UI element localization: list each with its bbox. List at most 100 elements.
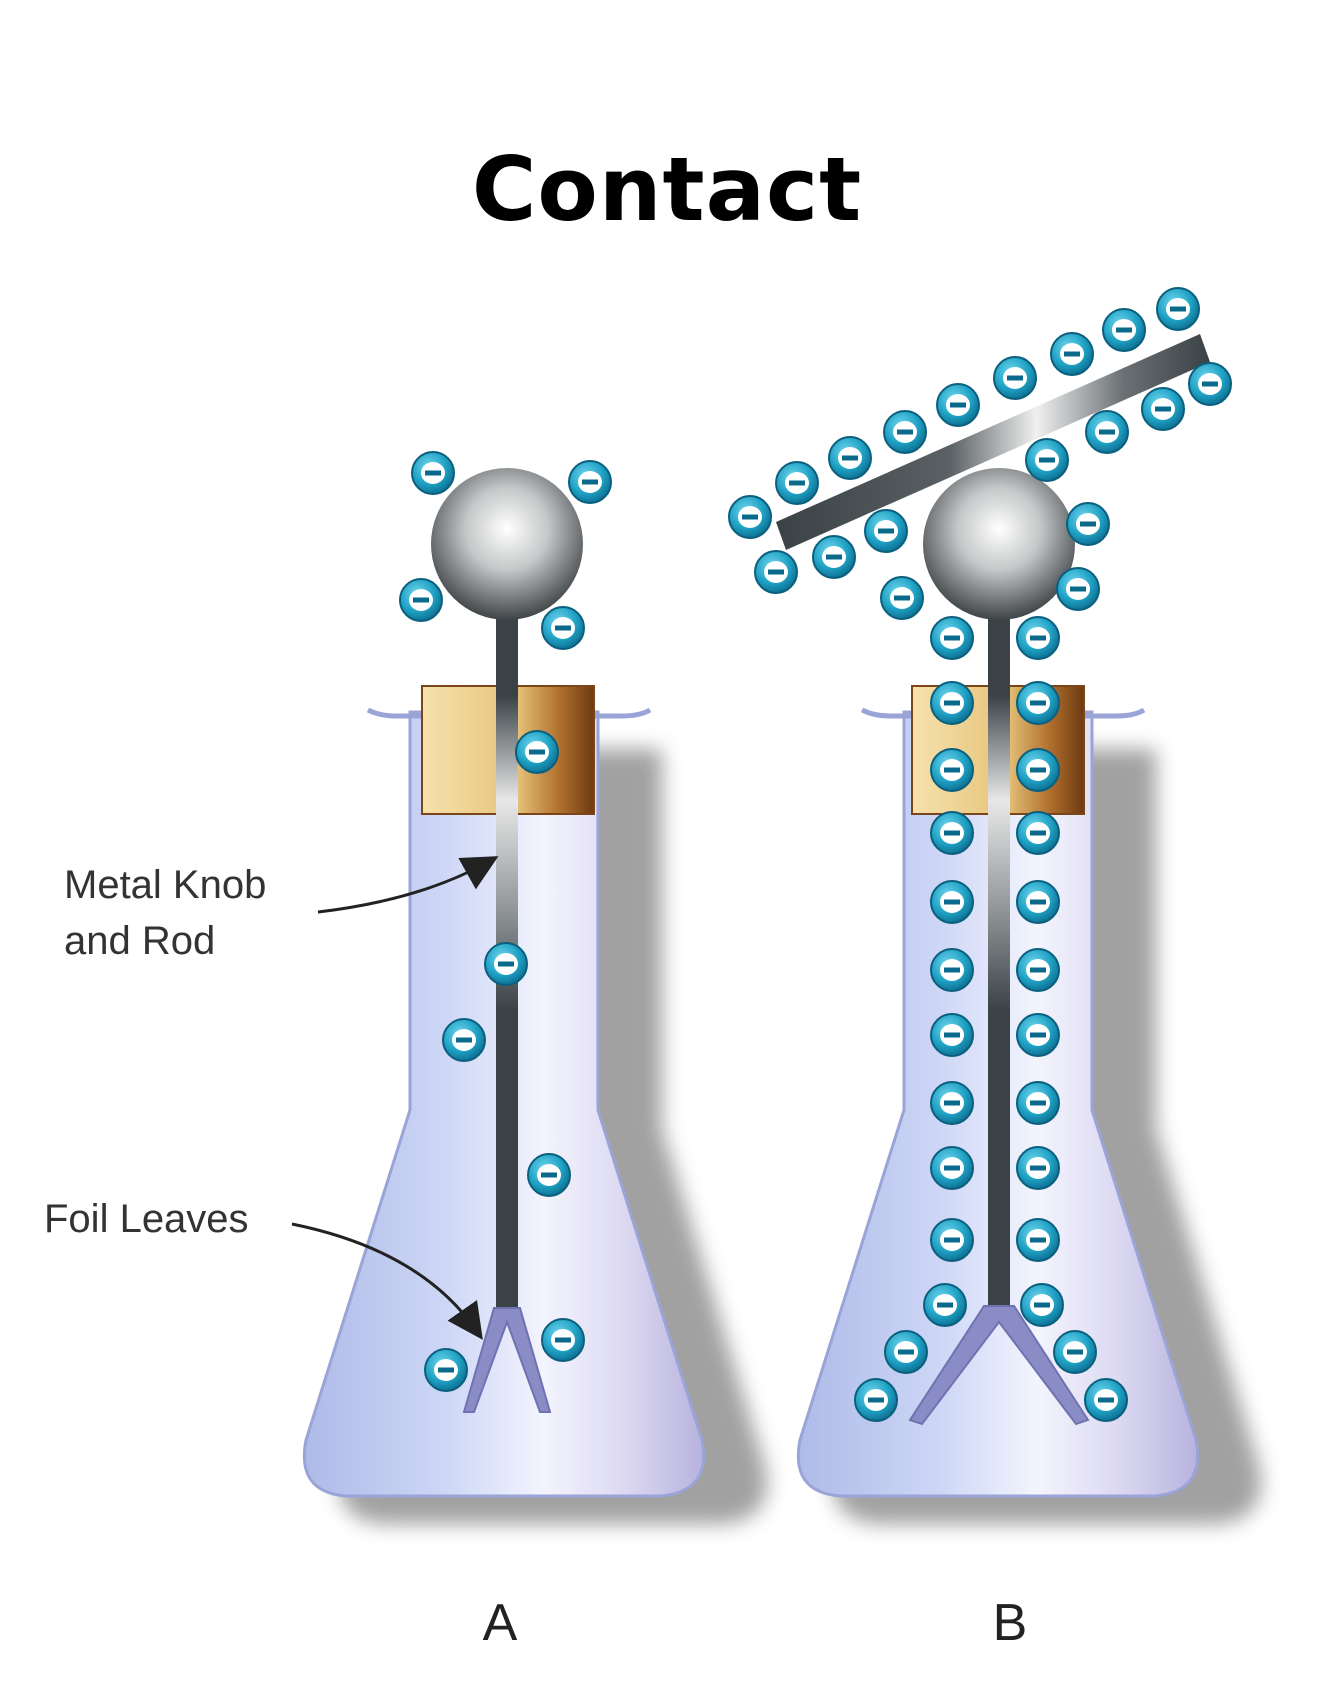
minus-sign-icon: [944, 1237, 960, 1243]
electron-icon: [728, 495, 772, 539]
minus-sign-icon: [1007, 375, 1023, 381]
rod-b: [988, 560, 1010, 1312]
electron-icon: [1016, 748, 1060, 792]
electron-icon: [1102, 308, 1146, 352]
electron-icon: [1016, 1146, 1060, 1190]
minus-sign-icon: [1030, 1237, 1046, 1243]
minus-sign-icon: [1030, 899, 1046, 905]
minus-sign-icon: [1067, 1349, 1083, 1355]
electron-icon: [1084, 1378, 1128, 1422]
electron-icon: [775, 461, 819, 505]
electron-icon: [754, 550, 798, 594]
electron-icon: [936, 383, 980, 427]
minus-sign-icon: [789, 480, 805, 486]
electron-icon: [1066, 502, 1110, 546]
label-foil: Foil Leaves: [44, 1197, 249, 1241]
electron-icon: [930, 1146, 974, 1190]
electron-icon: [884, 1330, 928, 1374]
minus-sign-icon: [1030, 1165, 1046, 1171]
knob-b: [923, 468, 1075, 620]
electron-icon: [399, 578, 443, 622]
arrow-foil: [291, 1222, 483, 1340]
electron-icon: [930, 1081, 974, 1125]
minus-sign-icon: [1098, 1397, 1114, 1403]
electron-icon: [527, 1153, 571, 1197]
electron-icon: [1050, 332, 1094, 376]
minus-sign-icon: [1030, 1032, 1046, 1038]
electron-icon: [442, 1018, 486, 1062]
electron-icon: [1016, 681, 1060, 725]
electron-icon: [812, 535, 856, 579]
electron-icon: [930, 748, 974, 792]
electron-icon: [1016, 1013, 1060, 1057]
electroscope-b: [776, 334, 1262, 1524]
minus-sign-icon: [944, 700, 960, 706]
panel-label-b: B: [993, 1594, 1028, 1652]
minus-sign-icon: [742, 514, 758, 520]
minus-sign-icon: [1030, 700, 1046, 706]
electron-icon: [515, 730, 559, 774]
electron-icon: [1016, 811, 1060, 855]
electron-icon: [541, 606, 585, 650]
electroscope-a: [302, 468, 768, 1524]
minus-sign-icon: [1030, 830, 1046, 836]
minus-sign-icon: [1064, 351, 1080, 357]
minus-sign-icon: [944, 767, 960, 773]
electron-icon: [1188, 362, 1232, 406]
minus-sign-icon: [897, 429, 913, 435]
minus-sign-icon: [944, 635, 960, 641]
minus-sign-icon: [1080, 521, 1096, 527]
minus-sign-icon: [1030, 1100, 1046, 1106]
electron-icon: [484, 942, 528, 986]
label-knob-line1: Metal Knob: [64, 863, 266, 907]
minus-sign-icon: [529, 749, 545, 755]
page-title: Contact: [471, 138, 863, 241]
minus-sign-icon: [950, 402, 966, 408]
electron-icon: [411, 451, 455, 495]
knob-a: [431, 468, 583, 620]
electron-icon: [828, 436, 872, 480]
electron-icon: [1016, 1081, 1060, 1125]
electron-icon: [930, 616, 974, 660]
minus-sign-icon: [944, 899, 960, 905]
minus-sign-icon: [413, 597, 429, 603]
electron-icon: [880, 576, 924, 620]
minus-sign-icon: [498, 961, 514, 967]
minus-sign-icon: [1155, 406, 1171, 412]
charged-rod: [776, 334, 1210, 550]
label-knob-line2: and Rod: [64, 919, 215, 963]
electron-icon: [1025, 438, 1069, 482]
electron-icon: [930, 1013, 974, 1057]
electrons: [399, 287, 1232, 1422]
electron-icon: [1016, 1218, 1060, 1262]
minus-sign-icon: [894, 595, 910, 601]
minus-sign-icon: [1030, 635, 1046, 641]
electron-icon: [568, 460, 612, 504]
electron-icon: [923, 1283, 967, 1327]
electron-icon: [1156, 287, 1200, 331]
minus-sign-icon: [898, 1349, 914, 1355]
minus-sign-icon: [1202, 381, 1218, 387]
electron-icon: [854, 1378, 898, 1422]
minus-sign-icon: [1116, 327, 1132, 333]
minus-sign-icon: [1070, 586, 1086, 592]
electron-icon: [1053, 1330, 1097, 1374]
minus-sign-icon: [1030, 767, 1046, 773]
minus-sign-icon: [842, 455, 858, 461]
electron-icon: [883, 410, 927, 454]
minus-sign-icon: [555, 625, 571, 631]
minus-sign-icon: [826, 554, 842, 560]
minus-sign-icon: [425, 470, 441, 476]
electron-icon: [930, 948, 974, 992]
electron-icon: [1016, 880, 1060, 924]
minus-sign-icon: [768, 569, 784, 575]
panel-label-a: A: [483, 1594, 518, 1652]
arrow-knob: [317, 856, 499, 914]
electron-icon: [930, 681, 974, 725]
minus-sign-icon: [555, 1337, 571, 1343]
minus-sign-icon: [1034, 1302, 1050, 1308]
minus-sign-icon: [878, 528, 894, 534]
electron-icon: [1016, 616, 1060, 660]
minus-sign-icon: [1039, 457, 1055, 463]
minus-sign-icon: [937, 1302, 953, 1308]
